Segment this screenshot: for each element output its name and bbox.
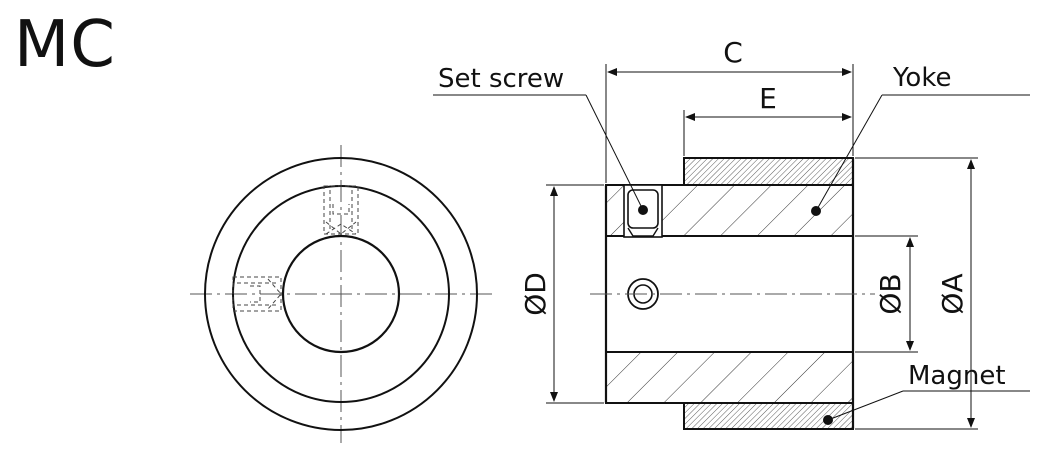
- dim-c-label: C: [723, 36, 743, 69]
- label-set-screw: Set screw: [438, 64, 564, 94]
- label-magnet: Magnet: [908, 361, 1006, 391]
- side-view: [590, 157, 875, 430]
- magnet-leader-dot: [823, 415, 833, 425]
- bore-circle: [281, 234, 401, 354]
- leaders: [433, 94, 1030, 425]
- dimensions: [546, 64, 978, 430]
- outer-circle: [204, 157, 478, 431]
- yoke-leader-dot: [811, 206, 821, 216]
- page-title: MC: [14, 8, 116, 82]
- dim-d-label: ØD: [519, 272, 552, 316]
- side-set-screw: [623, 184, 663, 238]
- front-set-screw-top: [323, 185, 359, 235]
- magnet-bottom: [683, 402, 854, 430]
- dim-e-label: E: [759, 82, 777, 115]
- front-set-screw-left: [232, 276, 282, 312]
- label-yoke: Yoke: [892, 63, 951, 93]
- set-screw-leader-dot: [638, 205, 648, 215]
- yoke-bottom-wall: [605, 351, 854, 404]
- dim-a-label: ØA: [936, 273, 969, 314]
- dim-b-label: ØB: [874, 273, 907, 314]
- front-view: [190, 145, 492, 443]
- magnet-top: [683, 157, 854, 186]
